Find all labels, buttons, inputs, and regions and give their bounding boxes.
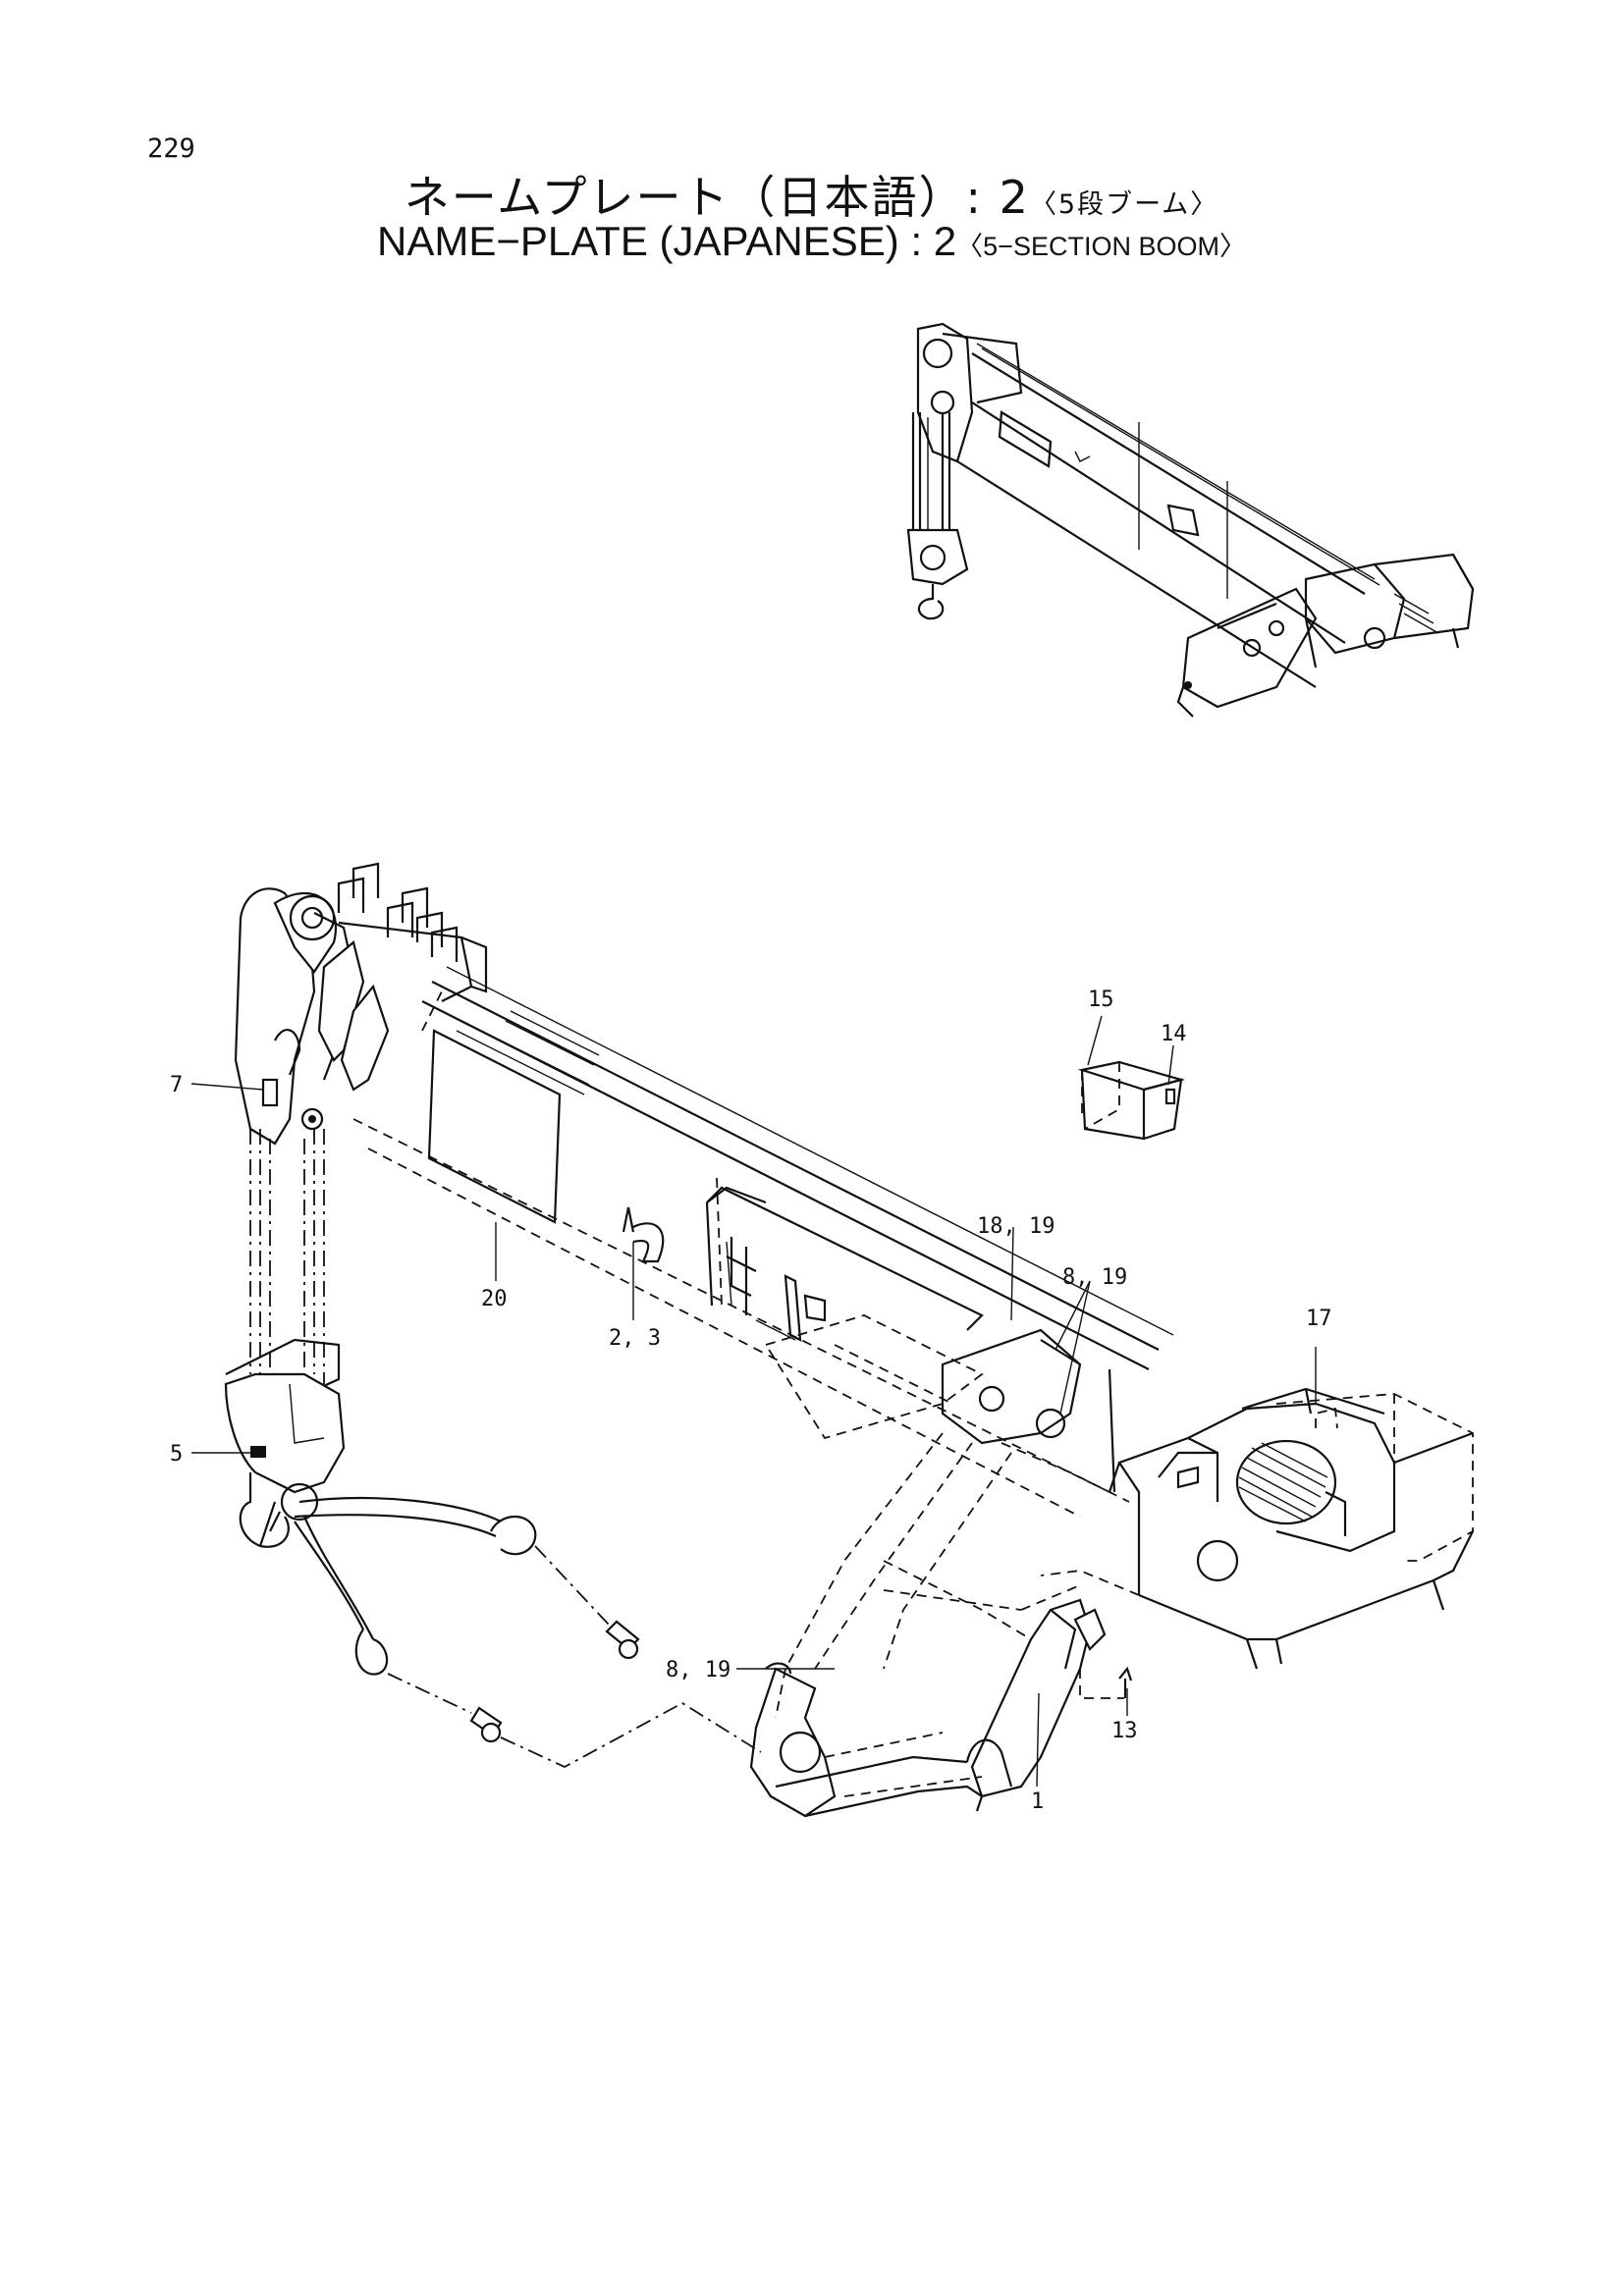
callout-20: 20: [481, 1287, 508, 1311]
title-english-sub: 〈5−SECTION BOOM〉: [956, 232, 1246, 261]
callout-13: 13: [1111, 1719, 1138, 1743]
callout-8-19-lower: 8, 19: [666, 1658, 730, 1682]
callout-17: 17: [1306, 1307, 1332, 1331]
overview-crane-illustration: [906, 322, 1475, 718]
title-english: NAME−PLATE (JAPANESE) : 2〈5−SECTION BOOM…: [0, 218, 1623, 265]
title-japanese-main: ネームプレート（日本語）: 2: [404, 171, 1030, 224]
page-number: 229: [147, 133, 195, 164]
callout-5: 5: [170, 1442, 183, 1467]
main-crane-illustration: [224, 862, 1474, 1818]
callout-leaders: [190, 1015, 1317, 1788]
callout-1: 1: [1031, 1789, 1044, 1814]
callout-14: 14: [1161, 1022, 1187, 1046]
callout-8-19-upper: 8, 19: [1062, 1265, 1127, 1290]
callout-15: 15: [1088, 988, 1114, 1012]
title-japanese: ネームプレート（日本語）: 2〈5段ブーム〉: [0, 162, 1623, 227]
callout-labels: 7 5 20 2, 3 18, 19 8, 19 17 8, 19 1 13 1…: [170, 988, 1332, 1814]
callout-2-3: 2, 3: [609, 1326, 661, 1351]
callout-18-19: 18, 19: [977, 1214, 1055, 1239]
title-japanese-sub: 〈5段ブーム〉: [1029, 189, 1219, 220]
title-english-main: NAME−PLATE (JAPANESE) : 2: [377, 218, 957, 264]
callout-7: 7: [170, 1073, 183, 1097]
